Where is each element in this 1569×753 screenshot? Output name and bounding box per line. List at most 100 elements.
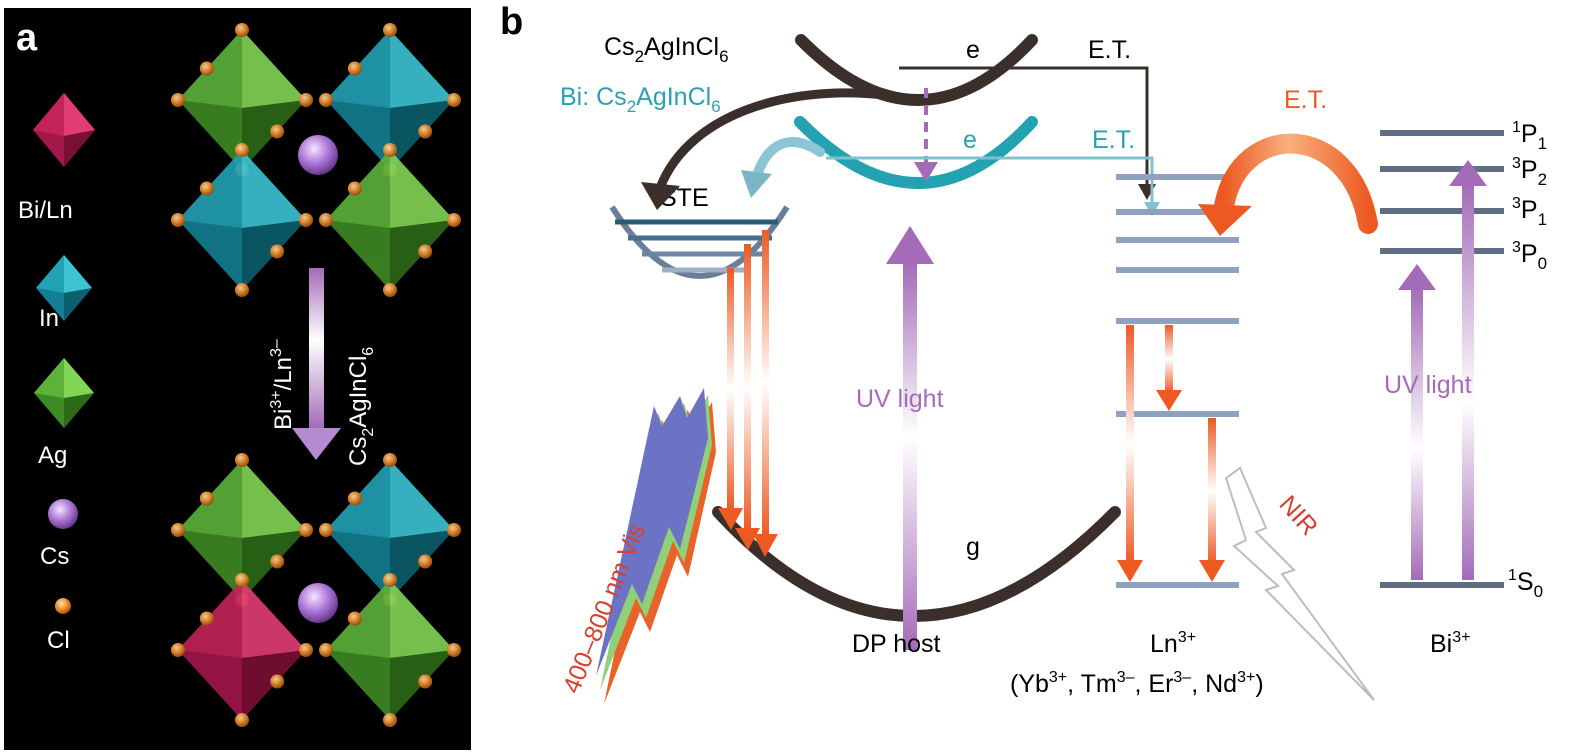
crystal-structure-doped bbox=[171, 453, 461, 727]
ln-energy-levels bbox=[1116, 174, 1239, 588]
nir-label: NIR bbox=[1274, 490, 1324, 541]
legend-bi-ln-label: Bi/Ln bbox=[18, 197, 73, 224]
cl-atom bbox=[171, 523, 185, 537]
cl-atom bbox=[199, 61, 214, 76]
cl-atom bbox=[235, 23, 249, 37]
cl-atom bbox=[383, 573, 397, 587]
bi-uv-arrow-3p1 bbox=[1411, 288, 1423, 580]
teal-energy-transfer-label: E.T. bbox=[1092, 126, 1135, 154]
legend-cs-label: Cs bbox=[40, 543, 69, 570]
bi-level-label-3p1: 3P1 bbox=[1512, 195, 1547, 229]
bi-uv-arrow-1p1 bbox=[1462, 184, 1474, 580]
black-energy-transfer-line bbox=[899, 66, 1149, 186]
cl-atom bbox=[299, 213, 313, 227]
cl-atom bbox=[171, 643, 185, 657]
black-relaxation-curved-arrow bbox=[655, 88, 910, 193]
bi-level-label-3p2: 3P2 bbox=[1512, 155, 1547, 189]
cl-atom bbox=[347, 61, 362, 76]
ln-label: Ln3+ bbox=[1150, 629, 1196, 658]
cl-atom bbox=[319, 93, 333, 107]
bi-label: Bi3+ bbox=[1430, 629, 1470, 658]
legend: Bi/Ln In Ag Cs Cl bbox=[18, 93, 95, 654]
relaxation-dashed-arrowhead bbox=[914, 162, 938, 182]
ste-emission-arrows bbox=[718, 230, 778, 557]
doping-host-label: Cs2AgInCl6 bbox=[345, 347, 377, 466]
cl-atom bbox=[235, 573, 249, 587]
black-energy-transfer-label: E.T. bbox=[1088, 36, 1131, 64]
bi-level-label-1s0: 1S0 bbox=[1508, 567, 1543, 601]
cl-atom bbox=[347, 491, 362, 506]
cl-atom bbox=[347, 181, 362, 196]
cl-atom bbox=[447, 213, 461, 227]
cl-atom bbox=[235, 453, 249, 467]
electron-label-mid: e bbox=[963, 126, 977, 154]
crystal-octahedron bbox=[319, 23, 461, 177]
crystal-octahedron bbox=[319, 143, 461, 297]
teal-relaxation-arrowhead bbox=[741, 170, 772, 198]
visible-emission-bolt bbox=[596, 388, 716, 704]
bi-doped-host-label: Bi: Cs2AgInCl6 bbox=[560, 83, 721, 116]
cl-atom bbox=[418, 554, 433, 569]
ln-ion-list: (Yb3+, Tm3–, Er3–, Nd3+) bbox=[1010, 669, 1264, 698]
uv-excitation-arrowhead-host bbox=[886, 226, 934, 264]
bi-energy-levels bbox=[1380, 130, 1504, 588]
bi-uv-arrowhead-3p1 bbox=[1398, 264, 1436, 290]
cl-atom bbox=[270, 674, 285, 689]
svg-text:Bi3+/Ln3–: Bi3+/Ln3– bbox=[268, 339, 297, 430]
crystal-structure-undoped bbox=[171, 23, 461, 297]
legend-in-octahedron bbox=[36, 255, 92, 321]
cl-atom bbox=[270, 554, 285, 569]
cl-atom bbox=[299, 93, 313, 107]
bi-uv-arrowhead-1p1 bbox=[1449, 160, 1487, 186]
cl-atom bbox=[319, 643, 333, 657]
crystal-octahedron bbox=[171, 453, 313, 607]
legend-cl-sphere bbox=[55, 598, 71, 614]
ste-parabola bbox=[609, 205, 790, 279]
crystal-octahedron bbox=[171, 143, 313, 297]
dp-host-label: DP host bbox=[852, 630, 941, 658]
cl-atom bbox=[383, 143, 397, 157]
cl-atom bbox=[299, 643, 313, 657]
crystal-octahedron bbox=[171, 573, 313, 727]
cl-atom bbox=[235, 283, 249, 297]
cl-atom bbox=[199, 611, 214, 626]
cl-atom bbox=[383, 23, 397, 37]
teal-energy-transfer-line bbox=[826, 156, 1154, 204]
bi-level-label-1p1: 1P1 bbox=[1512, 119, 1547, 153]
cl-atom bbox=[270, 124, 285, 139]
legend-cs-sphere bbox=[48, 499, 78, 529]
cl-atom bbox=[299, 523, 313, 537]
cl-atom bbox=[447, 93, 461, 107]
cl-atom bbox=[383, 453, 397, 467]
ground-state-label: g bbox=[966, 533, 980, 561]
cl-atom bbox=[235, 713, 249, 727]
cl-atom bbox=[347, 611, 362, 626]
cl-atom bbox=[447, 643, 461, 657]
cl-atom bbox=[199, 491, 214, 506]
uv-excitation-arrow-host bbox=[903, 262, 917, 650]
cl-atom bbox=[199, 181, 214, 196]
cl-atom bbox=[418, 674, 433, 689]
nir-emission-bolt bbox=[1224, 466, 1375, 701]
ln-emission-arrows bbox=[1117, 325, 1225, 582]
cs-atom bbox=[298, 135, 338, 175]
cl-atom bbox=[447, 523, 461, 537]
orange-energy-transfer-arc bbox=[1214, 133, 1378, 234]
orange-energy-transfer-arrowhead bbox=[1198, 204, 1252, 236]
crystal-octahedron bbox=[171, 23, 313, 177]
cl-atom bbox=[171, 93, 185, 107]
cs2aginc16-label: Cs2AgInCl6 bbox=[604, 33, 729, 66]
cl-atom bbox=[383, 713, 397, 727]
cl-atom bbox=[418, 244, 433, 259]
legend-in-label: In bbox=[39, 305, 59, 332]
uv-light-label-host: UV light bbox=[856, 385, 944, 413]
legend-ag-label: Ag bbox=[38, 442, 67, 469]
cl-atom bbox=[383, 283, 397, 297]
bi-doped-conduction-band-curve bbox=[794, 116, 1038, 189]
cl-atom bbox=[319, 213, 333, 227]
cl-atom bbox=[418, 124, 433, 139]
svg-text:Cs2AgInCl6: Cs2AgInCl6 bbox=[345, 347, 377, 466]
panel-a-letter: a bbox=[16, 17, 38, 59]
cl-atom bbox=[270, 244, 285, 259]
